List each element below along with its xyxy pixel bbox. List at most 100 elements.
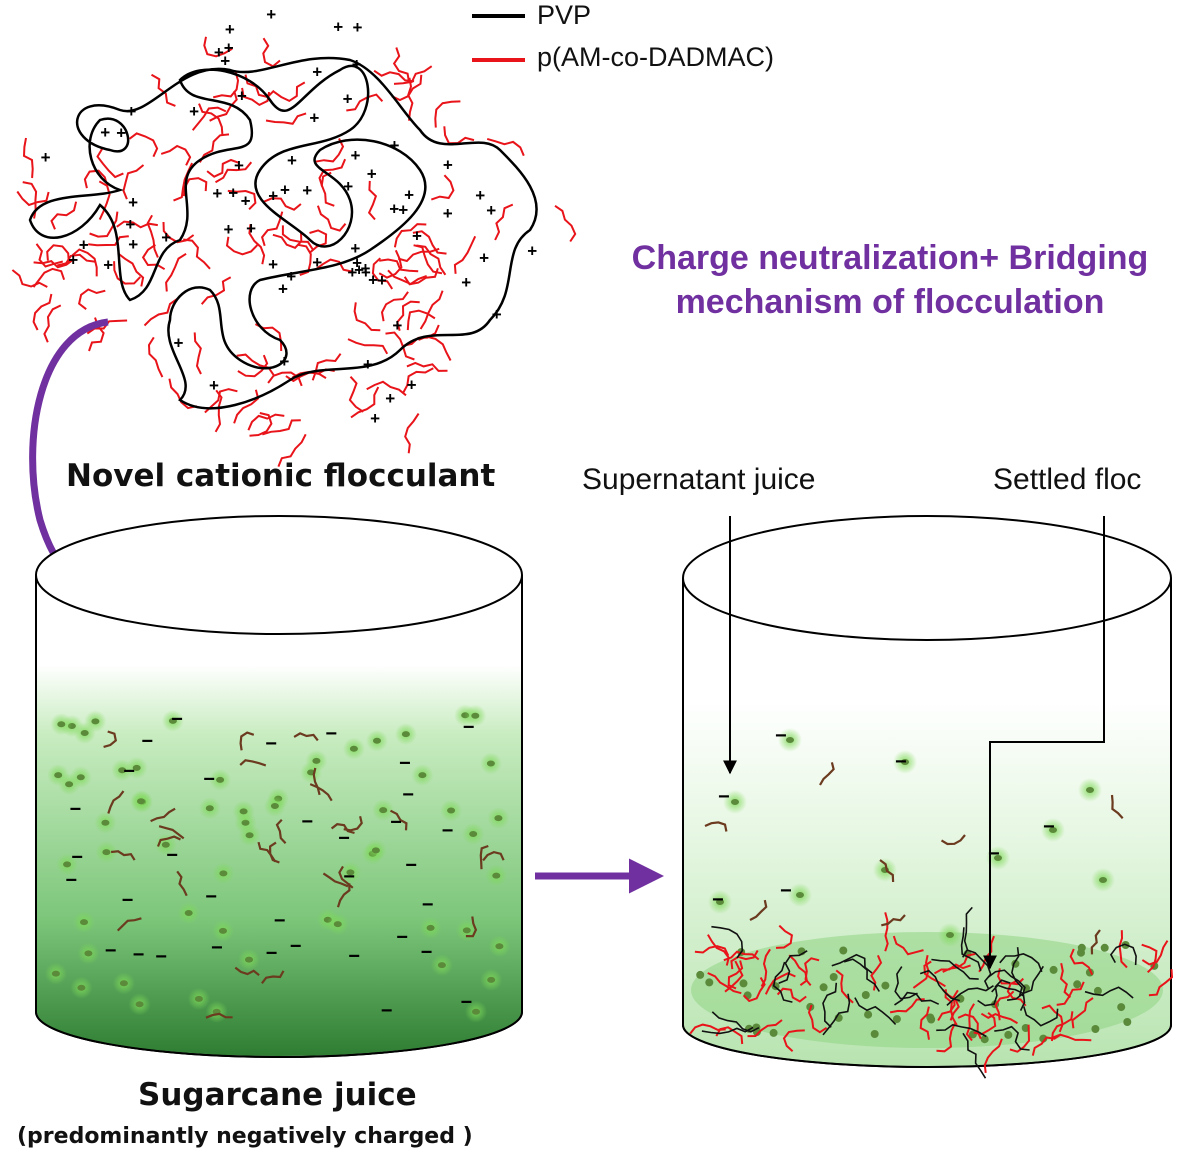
- fiber: [482, 850, 505, 862]
- copolymer-branch: [443, 126, 475, 145]
- particle: [194, 995, 203, 1002]
- floc-pvp: [711, 1011, 760, 1033]
- copolymer-branch: [43, 304, 62, 343]
- floc-particle: [1117, 1003, 1126, 1012]
- particle: [401, 731, 410, 738]
- floc-copolymer: [707, 934, 730, 966]
- particle: [119, 980, 128, 987]
- floc-copolymer: [788, 954, 808, 986]
- positive-charge: +: [377, 271, 387, 290]
- particle: [494, 815, 503, 822]
- fiber: [156, 835, 181, 847]
- floc-pvp: [960, 927, 982, 972]
- particle: [472, 1008, 480, 1015]
- fiber: [205, 1012, 233, 1019]
- copolymer-branch: [11, 269, 48, 288]
- particle: [486, 760, 495, 767]
- negative-charge: −: [396, 926, 408, 948]
- particle: [245, 956, 253, 963]
- fiber: [239, 759, 267, 767]
- copolymer-branch: [371, 257, 394, 290]
- copolymer-branch: [203, 36, 233, 58]
- positive-charge: +: [126, 102, 136, 121]
- copolymer-branch: [16, 190, 50, 207]
- positive-charge: +: [280, 181, 290, 200]
- negative-charge: −: [343, 866, 355, 888]
- negative-charge: −: [166, 844, 178, 866]
- positive-charge: +: [350, 239, 360, 258]
- copolymer-branch: [397, 247, 440, 263]
- positive-charge: +: [404, 186, 414, 205]
- negative-charge: −: [141, 731, 153, 753]
- fiber: [257, 841, 277, 863]
- copolymer-branch: [265, 112, 307, 125]
- positive-charge: +: [287, 151, 297, 170]
- floc-copolymer: [1059, 962, 1072, 999]
- floc-copolymer: [747, 1019, 783, 1038]
- negative-charge: −: [105, 940, 117, 962]
- copolymer-branch: [404, 413, 420, 454]
- particle: [270, 803, 279, 809]
- particle: [379, 807, 388, 814]
- copolymer-branch: [173, 162, 194, 202]
- copolymer-branch: [407, 77, 414, 121]
- floc-particle: [861, 991, 870, 999]
- fiber: [107, 790, 125, 814]
- negative-charge: −: [122, 889, 134, 911]
- floc-copolymer: [936, 1023, 956, 1053]
- copolymer-branch: [71, 248, 98, 277]
- particle: [349, 745, 358, 752]
- floc-copolymer: [727, 960, 744, 990]
- floc-copolymer: [1141, 943, 1158, 974]
- floc-copolymer: [1069, 948, 1094, 976]
- flocculant-polymer: ++++++++++++++++++++++++++++++++++++++++…: [11, 5, 577, 467]
- copolymer-branch: [418, 335, 452, 361]
- copolymer-branch: [434, 100, 461, 128]
- positive-charge: +: [79, 236, 89, 255]
- floc-pvp: [936, 1024, 987, 1038]
- fiber: [465, 916, 478, 938]
- floc-particle: [864, 1010, 873, 1019]
- negative-charge: −: [325, 723, 337, 745]
- negative-charge: −: [712, 889, 724, 911]
- legend-label-pvp: PVP: [537, 0, 592, 30]
- particle: [346, 869, 355, 876]
- copolymer-branch: [22, 137, 34, 179]
- copolymer-branch: [393, 223, 427, 248]
- positive-charge: +: [268, 255, 278, 274]
- fiber: [239, 731, 255, 751]
- copolymer-branch: [233, 389, 260, 424]
- copolymer-branch: [396, 300, 420, 331]
- negative-charge: −: [205, 886, 217, 908]
- floc-pointer: [983, 516, 1105, 970]
- positive-charge: +: [492, 305, 502, 324]
- copolymer-branch: [297, 243, 312, 276]
- copolymer-branch: [387, 269, 428, 286]
- positive-charge: +: [68, 250, 78, 269]
- positive-charge: +: [363, 355, 373, 374]
- floc-copolymer: [884, 912, 889, 952]
- floc-pvp: [772, 961, 793, 1003]
- particle: [312, 757, 321, 764]
- positive-charge: +: [209, 376, 219, 395]
- fiber: [261, 970, 285, 984]
- floc-particle: [1077, 948, 1085, 957]
- copolymer-branch: [214, 389, 223, 433]
- fiber: [103, 730, 118, 748]
- negative-charge: −: [988, 843, 1000, 865]
- positive-charge: +: [407, 375, 417, 394]
- negative-charge: −: [422, 894, 434, 916]
- floc-copolymer: [724, 960, 744, 993]
- positive-charge: +: [224, 38, 234, 57]
- copolymer-branch: [413, 244, 443, 275]
- copolymer-branch: [392, 47, 411, 83]
- floc-pvp: [778, 950, 808, 985]
- copolymer-branch: [373, 69, 415, 83]
- positive-charge: +: [443, 204, 453, 223]
- floc-pvp: [977, 979, 1011, 1007]
- negative-charge: −: [266, 942, 278, 964]
- particle: [77, 984, 86, 991]
- copolymer-branch: [347, 338, 389, 355]
- copolymer-branch: [346, 93, 384, 112]
- copolymer-branch: [200, 276, 232, 305]
